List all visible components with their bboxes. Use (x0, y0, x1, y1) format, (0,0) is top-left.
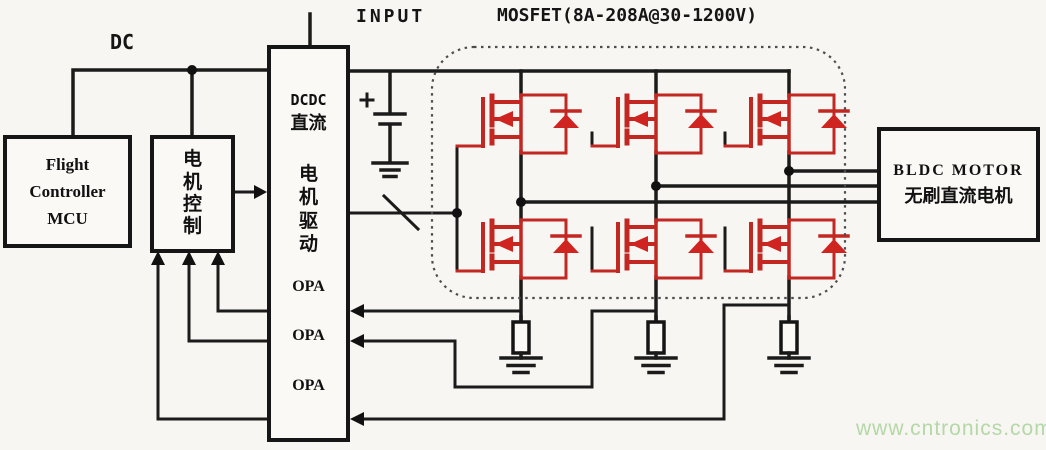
motor-control-char: 控 (182, 194, 202, 215)
mosfet-bridge-enclosure (430, 45, 847, 300)
driver-char: 机 (298, 187, 318, 208)
mcu-label-line3: MCU (47, 209, 88, 229)
bus-capacitor (359, 70, 409, 179)
motor-control-box: 电 机 控 制 (150, 135, 235, 253)
opa-label-1: OPA (292, 278, 325, 295)
driver-label-dc-cn: 直流 (290, 113, 327, 133)
arrowhead-up-icon (211, 251, 225, 265)
feedback-lines (151, 251, 269, 421)
watermark: www.cntronics.com (856, 417, 1046, 440)
arrowhead-left-icon (350, 334, 364, 348)
motor-control-char: 制 (182, 216, 202, 238)
mosfet-low-side-3 (725, 220, 848, 278)
mosfet-high-side-2 (592, 95, 715, 153)
bundle-slash-icon (381, 193, 421, 232)
current-sense-lines (350, 303, 791, 426)
mcu-label-line2: Controller (29, 181, 106, 201)
driver-char: 动 (298, 234, 318, 255)
mcu-label-line1: Flight (45, 154, 90, 174)
mosfet-high-side-1 (457, 95, 580, 153)
arrowhead-left-icon (350, 412, 364, 426)
motor-control-char: 机 (182, 171, 202, 193)
dc-label: DC (110, 30, 135, 54)
bldc-motor-box: BLDC MOTOR 无刷直流电机 (877, 127, 1040, 242)
dcdc-driver-box: DCDC 直流 电 机 驱 动 OPA OPA OPA (267, 45, 350, 442)
dc-rail (71, 65, 269, 137)
arrowhead-left-icon (350, 304, 364, 318)
mosfet-rating-title: MOSFET(8A-208A@30-1200V) (497, 5, 758, 26)
half-bridge-leg-1 (457, 69, 879, 375)
motor-control-char: 电 (182, 149, 202, 171)
driver-char: 电 (298, 164, 318, 185)
opa-label-2: OPA (292, 327, 325, 344)
plus-sign-icon (359, 92, 375, 108)
arrowhead-up-icon (182, 251, 196, 265)
half-bridge-leg-3 (725, 69, 879, 375)
shunt-resistor-1 (499, 315, 543, 375)
mosfet-low-side-2 (592, 220, 715, 278)
opa-label-3: OPA (292, 377, 325, 394)
input-label: INPUT (356, 6, 426, 27)
half-bridge-leg-2 (592, 69, 879, 375)
mosfet-high-side-3 (725, 95, 848, 153)
gate-drive-bundle (348, 144, 462, 273)
shunt-resistor-3 (767, 315, 811, 375)
control-to-driver-arrow (233, 185, 267, 199)
mosfet-low-side-1 (457, 220, 580, 278)
arrowhead-up-icon (151, 251, 165, 265)
driver-label-dcdc: DCDC (290, 91, 327, 109)
shunt-resistor-2 (634, 315, 678, 375)
motor-label-en: BLDC MOTOR (893, 161, 1024, 179)
motor-label-cn: 无刷直流电机 (904, 185, 1013, 206)
driver-char: 驱 (298, 211, 318, 232)
arrowhead-right-icon (254, 185, 267, 199)
flight-controller-mcu-box: Flight Controller MCU (3, 135, 132, 248)
